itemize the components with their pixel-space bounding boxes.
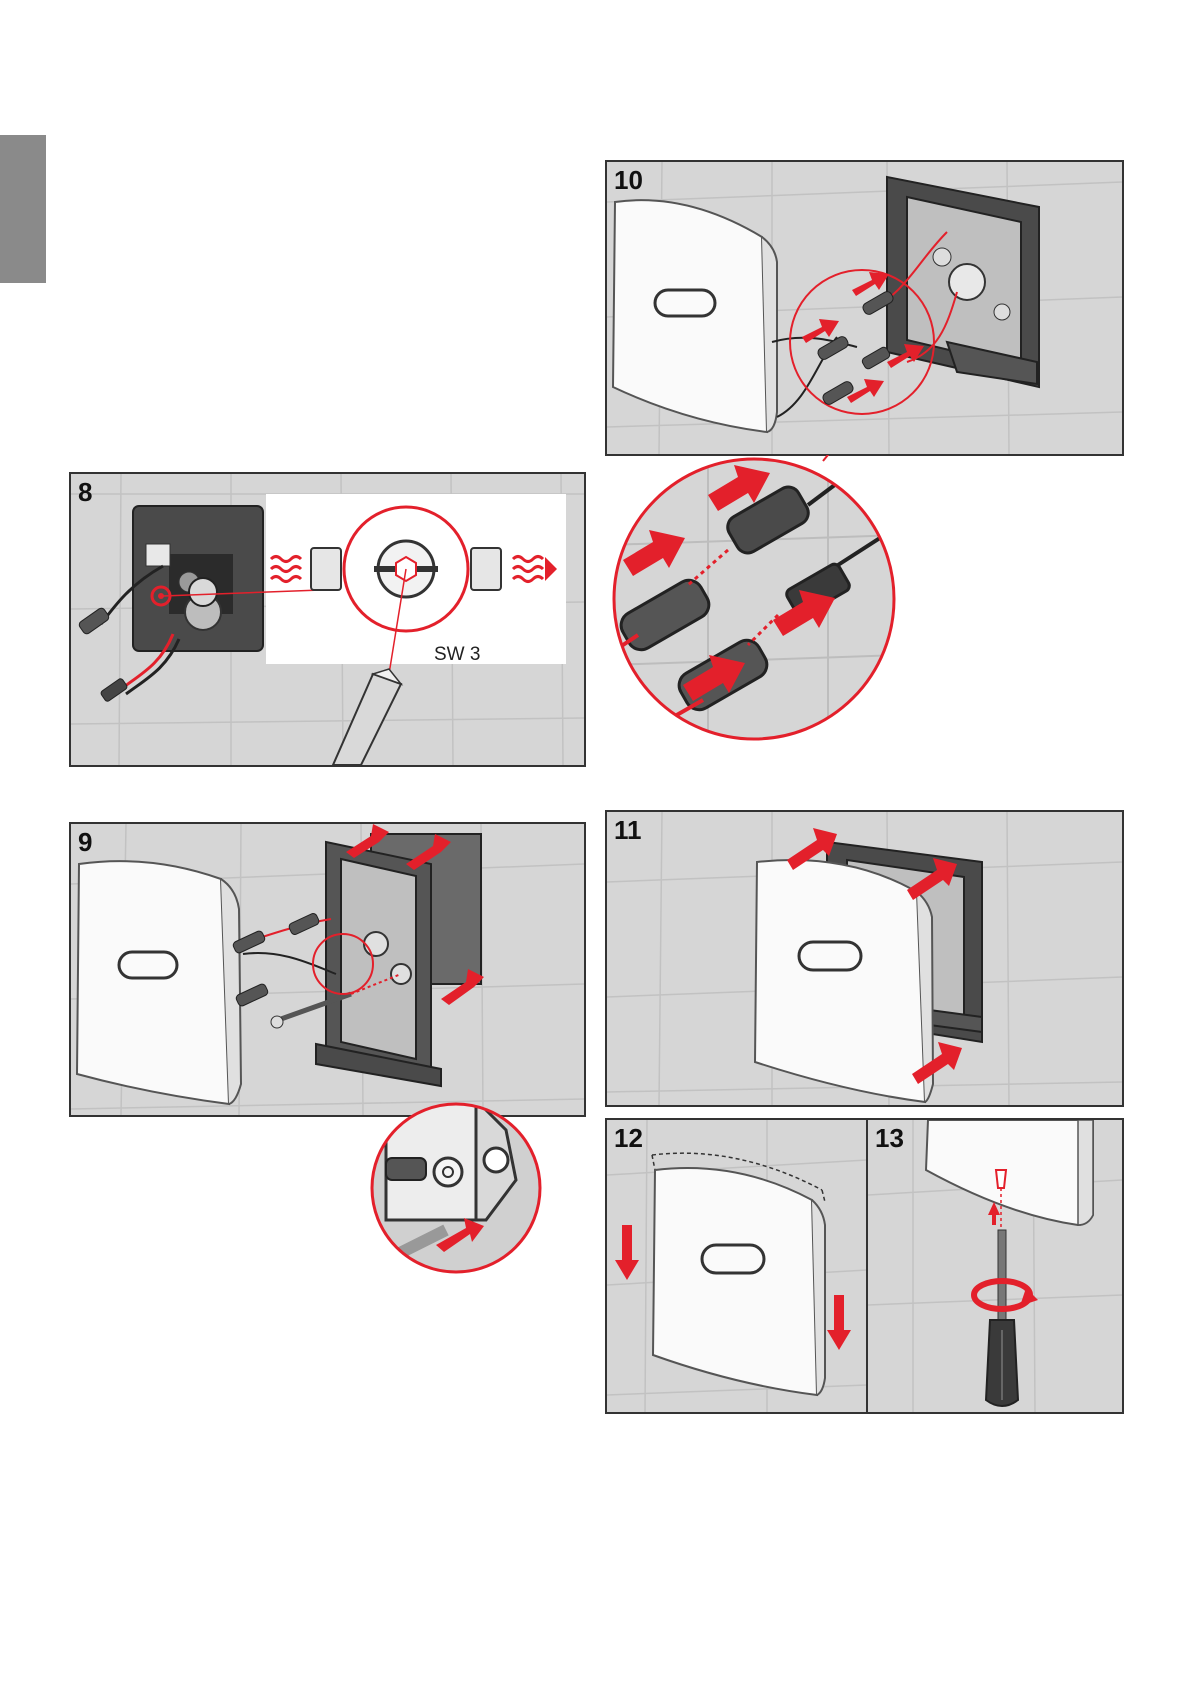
step-11-panel: 11 xyxy=(605,810,1124,1107)
screw-icon xyxy=(996,1170,1006,1188)
step-12-number: 12 xyxy=(614,1123,643,1154)
connector-icon xyxy=(288,912,320,936)
cover-plate-icon xyxy=(613,200,777,432)
step-9-number: 9 xyxy=(78,827,92,858)
step-11-illustration xyxy=(607,812,1122,1105)
step-11-number: 11 xyxy=(614,815,642,846)
step-9-panel: 9 xyxy=(69,822,586,1117)
step-13-illustration xyxy=(868,1120,1122,1412)
step-13-panel: 13 xyxy=(866,1118,1124,1414)
step-10-detail-callout xyxy=(608,455,900,747)
cover-plate-icon xyxy=(755,860,933,1102)
step-8-illustration xyxy=(71,474,584,765)
step-8-number: 8 xyxy=(78,477,92,508)
step-10-number: 10 xyxy=(614,165,643,196)
step-10-panel: 10 xyxy=(605,160,1124,456)
step-13-number: 13 xyxy=(875,1123,904,1154)
connector-icon xyxy=(100,678,128,703)
step-9-illustration xyxy=(71,824,584,1115)
step-12-illustration xyxy=(607,1120,867,1412)
step-9-detail-callout xyxy=(366,1100,546,1280)
connector-icon xyxy=(78,607,111,636)
step-8-panel: 8 xyxy=(69,472,586,767)
mounting-frame-icon xyxy=(316,834,481,1086)
arrow-icon xyxy=(988,1202,1000,1225)
cover-plate-icon xyxy=(653,1168,825,1395)
cover-plate-icon xyxy=(77,861,241,1104)
valve-box-icon xyxy=(133,506,263,651)
cover-plate-icon xyxy=(926,1120,1093,1225)
step-10-illustration xyxy=(607,162,1122,454)
step-12-panel: 12 xyxy=(605,1118,869,1414)
chapter-tab xyxy=(0,135,46,283)
screwdriver-icon xyxy=(986,1230,1018,1406)
tool-size-label: SW 3 xyxy=(434,644,480,666)
